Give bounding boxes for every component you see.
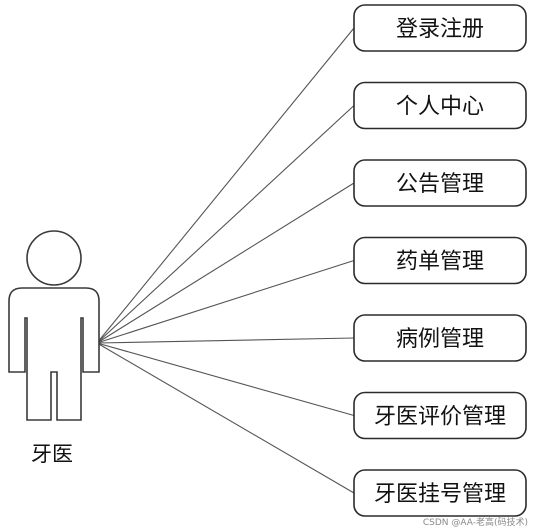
actor-torso <box>8 287 100 421</box>
use-case-box-appointment <box>353 469 527 517</box>
use-case-label-review: 牙医评价管理 <box>374 405 506 430</box>
use-case-box-prescription <box>353 236 527 285</box>
actor-dentist: 牙医 <box>8 230 100 466</box>
association-line-prescription <box>96 259 355 344</box>
association-line-appointment <box>96 342 355 494</box>
use-case-register: 登录注册 <box>353 4 527 52</box>
use-case-box-notice <box>353 159 527 207</box>
association-line-register <box>96 27 355 344</box>
use-case-label-register: 登录注册 <box>396 17 484 42</box>
watermark-text: CSDN @AA-老高(码技术) <box>423 516 528 528</box>
use-case-label-notice: 公告管理 <box>396 172 484 197</box>
association-lines <box>96 27 355 494</box>
association-line-review <box>96 342 355 417</box>
use-case-prescription: 药单管理 <box>353 236 527 285</box>
use-case-notice: 公告管理 <box>353 159 527 207</box>
actor-head <box>26 230 82 286</box>
use-case-case: 病例管理 <box>353 314 527 362</box>
use-case-profile: 个人中心 <box>353 81 527 130</box>
use-case-box-profile <box>353 81 527 130</box>
use-case-label-profile: 个人中心 <box>396 95 484 120</box>
use-case-box-case <box>353 314 527 362</box>
use-case-label-case: 病例管理 <box>396 327 484 352</box>
actor-name: 牙医 <box>31 442 73 466</box>
association-line-profile <box>96 105 355 344</box>
use-case-box-review <box>353 391 527 440</box>
use-case-label-appointment: 牙医挂号管理 <box>374 482 506 507</box>
association-line-notice <box>96 182 355 344</box>
use-case-box-register <box>353 4 527 52</box>
use-case-appointment: 牙医挂号管理 <box>353 469 527 517</box>
use-case-review: 牙医评价管理 <box>353 391 527 440</box>
association-line-case <box>96 337 355 344</box>
use-case-label-prescription: 药单管理 <box>396 250 484 275</box>
